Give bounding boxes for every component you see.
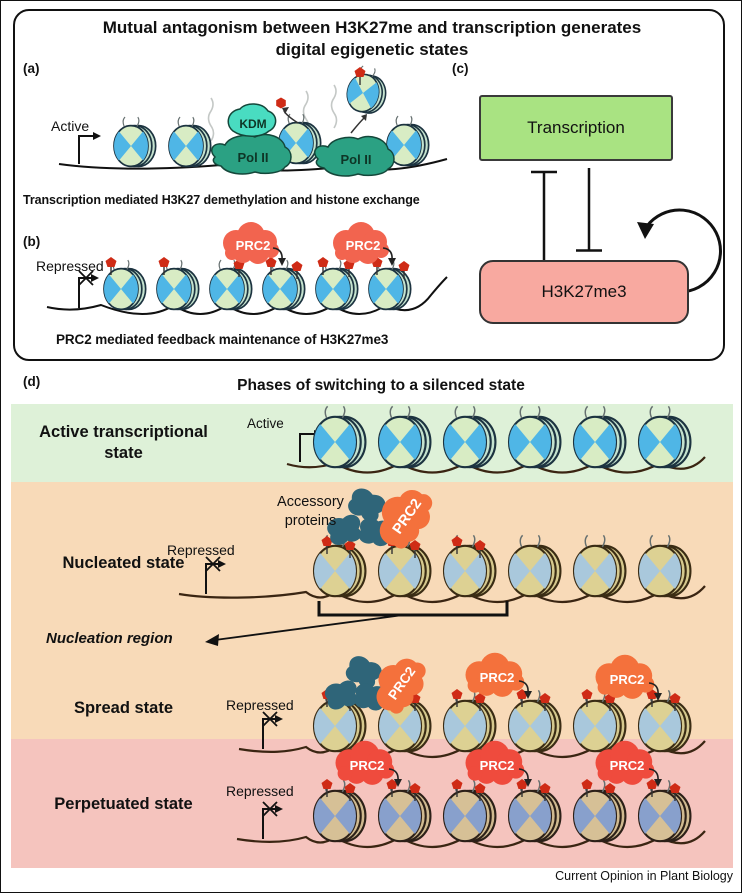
row-label-perpetuated: Perpetuated state <box>54 795 193 813</box>
nucleosome-icon <box>168 116 212 167</box>
nucleosome-icon <box>638 689 692 752</box>
kdm-label: KDM <box>239 117 266 131</box>
h3k27me3-box: H3K27me3 <box>479 260 689 324</box>
demethylation-arrowhead <box>282 107 289 114</box>
h3k27me3-mark-icon <box>276 97 286 109</box>
nucleosome-icon <box>378 405 432 468</box>
row-label-nucleated: Nucleated state <box>62 554 185 572</box>
figure-title-line2: digital egigenetic states <box>275 40 469 59</box>
panel-c-tag: (c) <box>452 61 469 76</box>
prc2-label: PRC2 <box>610 672 645 687</box>
nucleosome-icon <box>443 534 497 597</box>
nucleosome-icon <box>508 405 562 468</box>
nucleosome-icon <box>209 259 253 310</box>
row-label-active: Active transcriptional state <box>16 422 231 464</box>
nucleosome-icon <box>443 779 497 842</box>
nucleation-region-label: Nucleation region <box>46 630 173 647</box>
nucleosome-icon <box>508 689 562 752</box>
nucleosome-icon <box>638 534 692 597</box>
row-nucleated-state-label: Repressed <box>167 542 235 558</box>
accessory-proteins-label: Accessory proteins <box>258 493 363 531</box>
tss-arrow-icon <box>78 131 102 165</box>
nucleosome-icon <box>313 405 367 468</box>
prc2-label: PRC2 <box>236 238 271 253</box>
nucleation-pointer-arrowhead <box>205 634 219 646</box>
nucleation-pointer-line <box>214 614 404 641</box>
panel-d-tag: (d) <box>23 374 41 389</box>
panel-a-caption: Transcription mediated H3K27 demethylati… <box>23 193 420 207</box>
row-active-art <box>286 405 706 474</box>
figure-title-line1: Mutual antagonism between H3K27me and tr… <box>102 18 642 37</box>
transcription-box-label: Transcription <box>527 118 625 137</box>
dna-line <box>286 456 706 474</box>
pol2-label: Pol II <box>237 150 268 165</box>
prc2-label: PRC2 <box>346 238 381 253</box>
demethylation-arrow <box>283 110 299 124</box>
row-active-state-label: Active <box>247 416 284 431</box>
row-label-active-line2: state <box>104 444 143 462</box>
prc2-label: PRC2 <box>350 758 385 773</box>
repressed-tss-icon <box>262 711 284 750</box>
inhibition-arrow-transcription-to-h3k27 <box>576 168 602 252</box>
nucleosome-icon <box>573 689 627 752</box>
nucleosome-icon <box>508 534 562 597</box>
row-label-spread: Spread state <box>73 699 174 717</box>
pol2-label: Pol II <box>340 152 371 167</box>
panel-a-state-label: Active <box>51 118 90 134</box>
row-perpetuated-art: PRC2 PRC2 PRC2 <box>236 740 706 848</box>
nucleosome-icon <box>573 405 627 468</box>
self-reinforcement-loop <box>645 208 722 294</box>
row-label-active-line1: Active transcriptional <box>39 423 208 441</box>
h3k27me3-box-label: H3K27me3 <box>541 282 627 301</box>
row-spread-art: PRC2 PRC2 PRC2 <box>238 647 706 758</box>
panel-b-tag: (b) <box>23 234 41 249</box>
nucleation-bracket <box>317 601 509 617</box>
self-loop-arrowhead <box>637 222 654 239</box>
dna-line <box>178 585 706 603</box>
panel-b-caption: PRC2 mediated feedback maintenance of H3… <box>56 332 389 347</box>
nucleosome-icon <box>156 259 200 310</box>
panel-c-art <box>531 168 722 294</box>
inhibition-arrow-h3k27-to-transcription <box>531 170 557 260</box>
nucleosome-icon <box>443 405 497 468</box>
transcription-box: Transcription <box>479 95 673 161</box>
panel-b-art: PRC2 PRC2 <box>46 222 448 315</box>
repressed-tss-icon <box>262 801 284 840</box>
accessory-proteins-line2: proteins <box>284 513 337 529</box>
accessory-proteins-line1: Accessory <box>277 494 344 510</box>
repressed-tss-icon <box>78 270 100 309</box>
nucleosome-icon <box>638 405 692 468</box>
exchange-arrow <box>350 116 366 134</box>
nucleosome-icon <box>443 689 497 752</box>
prc2-blob: PRC2 <box>364 647 435 721</box>
row-perpetuated-state-label: Repressed <box>226 783 294 799</box>
nucleosome-icon <box>378 779 432 842</box>
prc2-label: PRC2 <box>610 758 645 773</box>
panel-d-title: Phases of switching to a silenced state <box>237 377 525 394</box>
nucleosome-icon <box>573 779 627 842</box>
nucleosome-icon <box>508 779 562 842</box>
prc2-label: PRC2 <box>480 670 515 685</box>
journal-credit: Current Opinion in Plant Biology <box>555 869 733 883</box>
panel-b-state-label: Repressed <box>36 258 104 274</box>
nucleosome-icon <box>103 259 147 310</box>
panel-a-tag: (a) <box>23 61 40 76</box>
nucleosome-icon <box>313 779 367 842</box>
nucleosome-icon <box>638 779 692 842</box>
rna-squiggle-icon <box>330 84 338 129</box>
nucleosome-icon <box>113 116 157 167</box>
nucleosome-icon <box>573 534 627 597</box>
prc2-label: PRC2 <box>480 758 515 773</box>
evicted-nucleosome-icon <box>343 63 392 117</box>
row-spread-state-label: Repressed <box>226 697 294 713</box>
panel-a-art: Pol II Pol II KDM <box>58 63 448 177</box>
rna-squiggle-icon <box>207 97 215 142</box>
exchange-arrowhead <box>361 114 367 121</box>
